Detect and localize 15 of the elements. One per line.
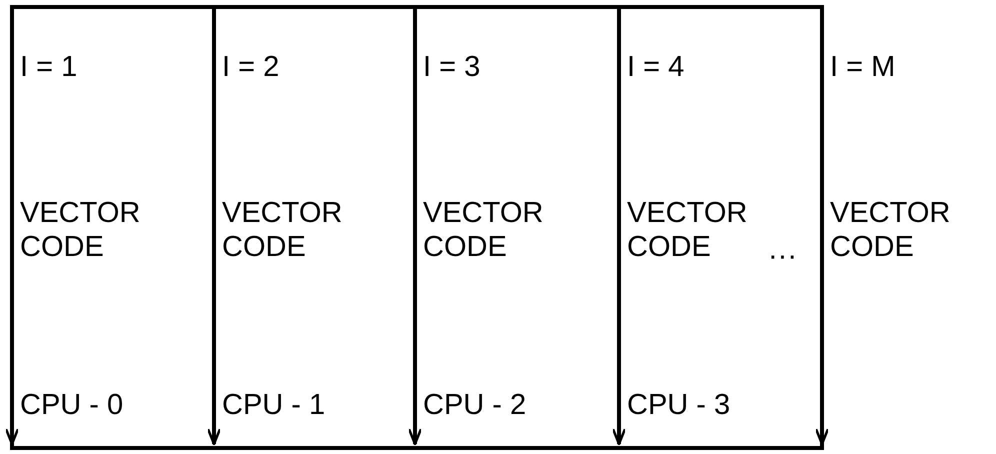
code-label: VECTOR CODE <box>20 196 142 264</box>
code-label: VECTOR CODE <box>830 196 952 264</box>
ellipsis-label: ··· <box>768 240 797 273</box>
code-label: VECTOR CODE <box>423 196 544 264</box>
processor-label: CPU - 0 <box>20 388 124 422</box>
code-label: VECTOR CODE <box>627 196 748 264</box>
processor-label: CPU - 1 <box>222 388 326 422</box>
code-label: VECTOR CODE <box>222 196 344 264</box>
index-label: I = M <box>830 50 896 84</box>
index-label: I = 2 <box>222 50 280 84</box>
processor-label: CPU - 3 <box>627 388 730 422</box>
index-label: I = 4 <box>627 50 684 84</box>
processor-label: CPU - 2 <box>423 388 526 422</box>
index-label: I = 3 <box>423 50 480 84</box>
index-label: I = 1 <box>20 50 78 84</box>
